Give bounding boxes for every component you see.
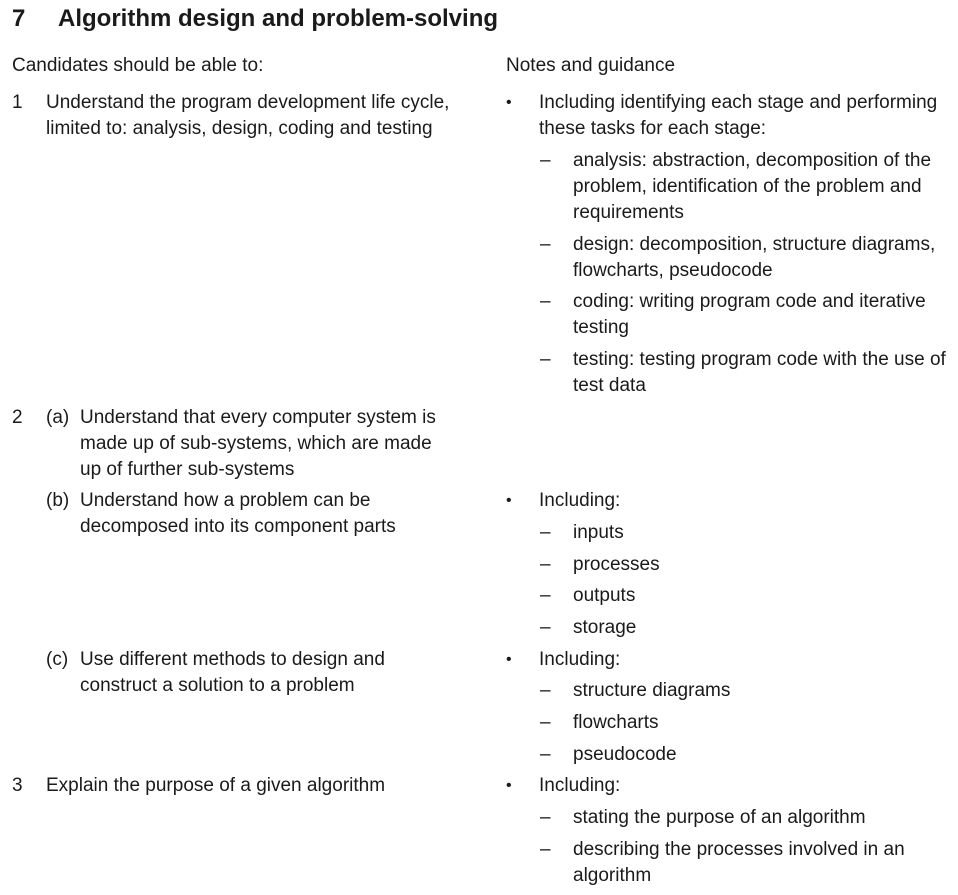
dash-icon: – <box>540 234 551 255</box>
dash-icon: – <box>540 712 551 733</box>
sub-note-text: structure diagrams <box>573 680 731 701</box>
right-column-header: Notes and guidance <box>506 55 676 76</box>
bullet-icon: • <box>506 777 512 794</box>
sub-item-label: (a) <box>46 407 70 428</box>
dash-icon: – <box>540 807 551 828</box>
bullet-icon: • <box>506 651 512 668</box>
sub-item-label: (b) <box>46 490 70 511</box>
sub-note-text: storage <box>573 617 637 638</box>
sub-note-text: analysis: abstraction, decomposition of … <box>573 150 932 223</box>
note-text: Including: <box>539 649 621 670</box>
dash-icon: – <box>540 680 551 701</box>
note-text: Including identifying each stage and per… <box>539 92 938 139</box>
dash-icon: – <box>540 554 551 575</box>
sub-note-text: testing: testing program code with the u… <box>573 349 946 396</box>
section-number: 7 <box>12 5 26 32</box>
sub-note-text: describing the processes involved in an … <box>573 839 905 886</box>
item-text: Use different methods to design and cons… <box>80 649 385 696</box>
dash-icon: – <box>540 522 551 543</box>
sub-note-text: pseudocode <box>573 744 677 765</box>
sub-note-text: outputs <box>573 585 636 606</box>
left-column-header: Candidates should be able to: <box>12 55 264 76</box>
dash-icon: – <box>540 744 551 765</box>
note-text: Including: <box>539 775 621 796</box>
item-number: 2 <box>12 407 23 428</box>
section-title: 7 Algorithm design and problem-solving <box>12 5 498 33</box>
sub-note-text: design: decomposition, structure diagram… <box>573 234 936 281</box>
item-text: Explain the purpose of a given algorithm <box>46 775 386 796</box>
item-text: Understand how a problem can be decompos… <box>80 490 396 537</box>
item-number: 1 <box>12 92 23 113</box>
section-title-text: Algorithm design and problem-solving <box>58 5 499 32</box>
sub-note-text: stating the purpose of an algorithm <box>573 807 866 828</box>
sub-note-text: coding: writing program code and iterati… <box>573 291 926 338</box>
sub-note-text: processes <box>573 554 660 575</box>
bullet-icon: • <box>506 492 512 509</box>
sub-item-label: (c) <box>46 649 69 670</box>
bullet-icon: • <box>506 94 512 111</box>
dash-icon: – <box>540 349 551 370</box>
dash-icon: – <box>540 839 551 860</box>
dash-icon: – <box>540 291 551 312</box>
sub-note-text: flowcharts <box>573 712 659 733</box>
item-text: Understand that every computer system is… <box>80 407 436 480</box>
dash-icon: – <box>540 617 551 638</box>
dash-icon: – <box>540 150 551 171</box>
sub-note-text: inputs <box>573 522 624 543</box>
item-text: Understand the program development life … <box>46 92 450 139</box>
note-text: Including: <box>539 490 621 511</box>
item-number: 3 <box>12 775 23 796</box>
dash-icon: – <box>540 585 551 606</box>
